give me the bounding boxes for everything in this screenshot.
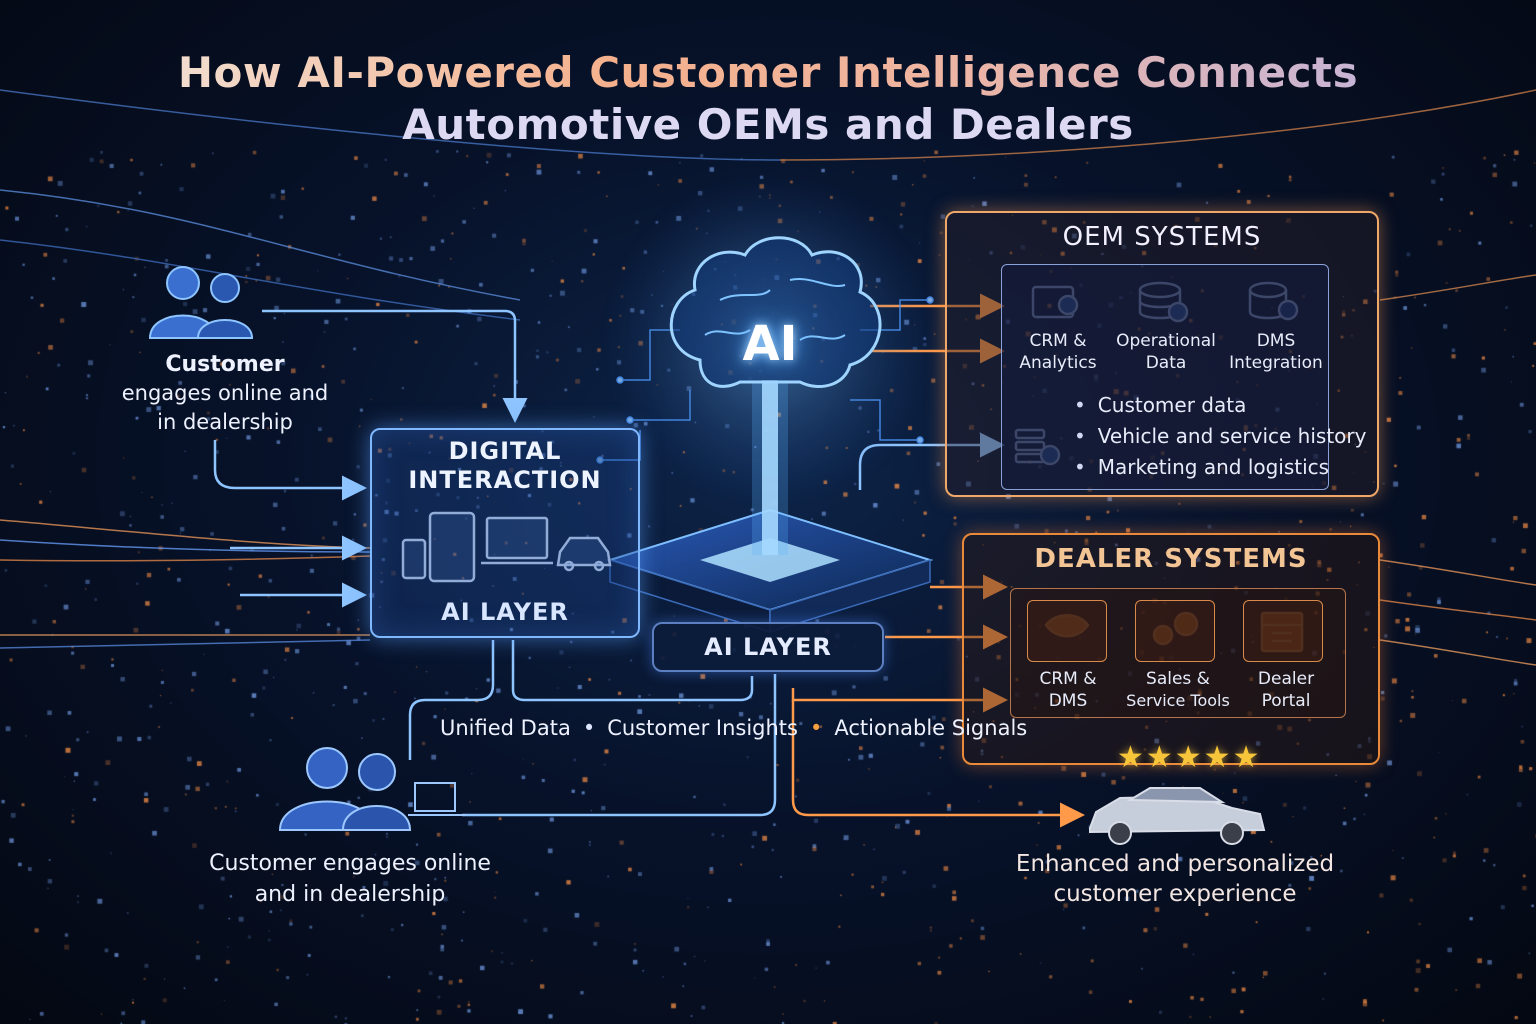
dealer-item-portal-line-1: Dealer xyxy=(1257,669,1315,689)
devices-icon xyxy=(401,511,612,583)
customer-bottom-label: Customer engages online and in dealershi… xyxy=(170,848,530,910)
customer-top-label: Customer engages online and in dealershi… xyxy=(110,350,340,437)
customer-top-desc-1: engages online and xyxy=(121,381,329,405)
title-line-1: How AI-Powered Customer Intelligence Con… xyxy=(0,48,1536,97)
customer-bottom-people-icon xyxy=(278,747,466,831)
oem-item-operational-line-1: Operational xyxy=(1116,331,1216,351)
ai-layer-label: AI LAYER xyxy=(704,633,832,661)
digital-title-line-2: INTERACTION xyxy=(408,466,602,494)
customer-top-desc-2: in dealership xyxy=(157,410,293,434)
ai-core-label: AI xyxy=(742,316,798,372)
digital-ai-layer-label: AI LAYER xyxy=(441,598,569,626)
dealer-item-crm: CRM & DMS xyxy=(1020,668,1116,712)
oem-item-dms: DMS Integration xyxy=(1226,330,1326,374)
separator-dot: • xyxy=(582,716,596,740)
oem-bullet-3: Marketing and logistics xyxy=(1074,452,1366,483)
dealer-item-tools-line-2: Service Tools xyxy=(1126,691,1230,710)
customer-bottom-line-1: Customer engages online xyxy=(209,851,491,876)
ai-layer-box xyxy=(652,622,884,672)
oem-item-crm: CRM & Analytics xyxy=(1012,330,1104,374)
oem-item-crm-line-2: Analytics xyxy=(1019,353,1097,373)
oem-bullet-2: Vehicle and service history xyxy=(1074,421,1367,452)
benefit-unified-data: Unified Data xyxy=(440,716,571,740)
dealer-item-crm-line-2: DMS xyxy=(1048,691,1088,711)
oem-item-operational: Operational Data xyxy=(1108,330,1224,374)
digital-interaction-title: DIGITAL INTERACTION xyxy=(370,437,640,495)
dealer-tile-portal xyxy=(1243,600,1323,662)
car-icon xyxy=(1089,787,1266,845)
dealer-tile-crm xyxy=(1027,600,1107,662)
dealer-systems-title: DEALER SYSTEMS xyxy=(1034,544,1308,574)
result-label: Enhanced and personalized customer exper… xyxy=(1000,849,1350,909)
title-line-2: Automotive OEMs and Dealers xyxy=(402,100,1134,149)
dealer-tile-tools xyxy=(1135,600,1215,662)
data-benefits-strip: Unified Data • Customer Insights • Actionabl… xyxy=(440,716,1027,740)
digital-title-line-1: DIGITAL xyxy=(448,437,562,465)
ai-core-graphic xyxy=(600,170,940,634)
oem-item-dms-line-1: DMS xyxy=(1256,331,1296,351)
oem-bullet-1: Customer data xyxy=(1074,390,1366,421)
oem-bullet-list: Customer data Vehicle and service histor… xyxy=(1074,390,1367,483)
oem-item-crm-line-1: CRM & xyxy=(1029,331,1087,351)
separator-dot: • xyxy=(809,716,823,740)
dealer-item-tools: Sales & Service Tools xyxy=(1116,668,1240,712)
digital-interaction-box xyxy=(370,428,640,638)
customer-bottom-line-2: and in dealership xyxy=(254,882,446,907)
dealer-item-tools-line-1: Sales & xyxy=(1146,669,1210,689)
oem-systems-title: OEM SYSTEMS xyxy=(1062,222,1262,252)
dealer-item-crm-line-1: CRM & xyxy=(1039,669,1097,689)
dealer-item-portal-line-2: Portal xyxy=(1261,691,1311,711)
oem-item-dms-line-2: Integration xyxy=(1229,353,1323,373)
result-line-1: Enhanced and personalized xyxy=(1015,851,1335,877)
benefit-actionable-signals: Actionable Signals xyxy=(834,716,1028,740)
customer-top-name: Customer xyxy=(165,352,285,377)
rating-stars: ★★★★★ xyxy=(1117,740,1262,775)
customer-top-people-icon xyxy=(148,266,254,339)
benefit-customer-insights: Customer Insights xyxy=(607,716,798,740)
result-line-2: customer experience xyxy=(1053,881,1297,907)
oem-item-operational-line-2: Data xyxy=(1145,353,1187,373)
dealer-item-portal: Dealer Portal xyxy=(1240,668,1332,712)
